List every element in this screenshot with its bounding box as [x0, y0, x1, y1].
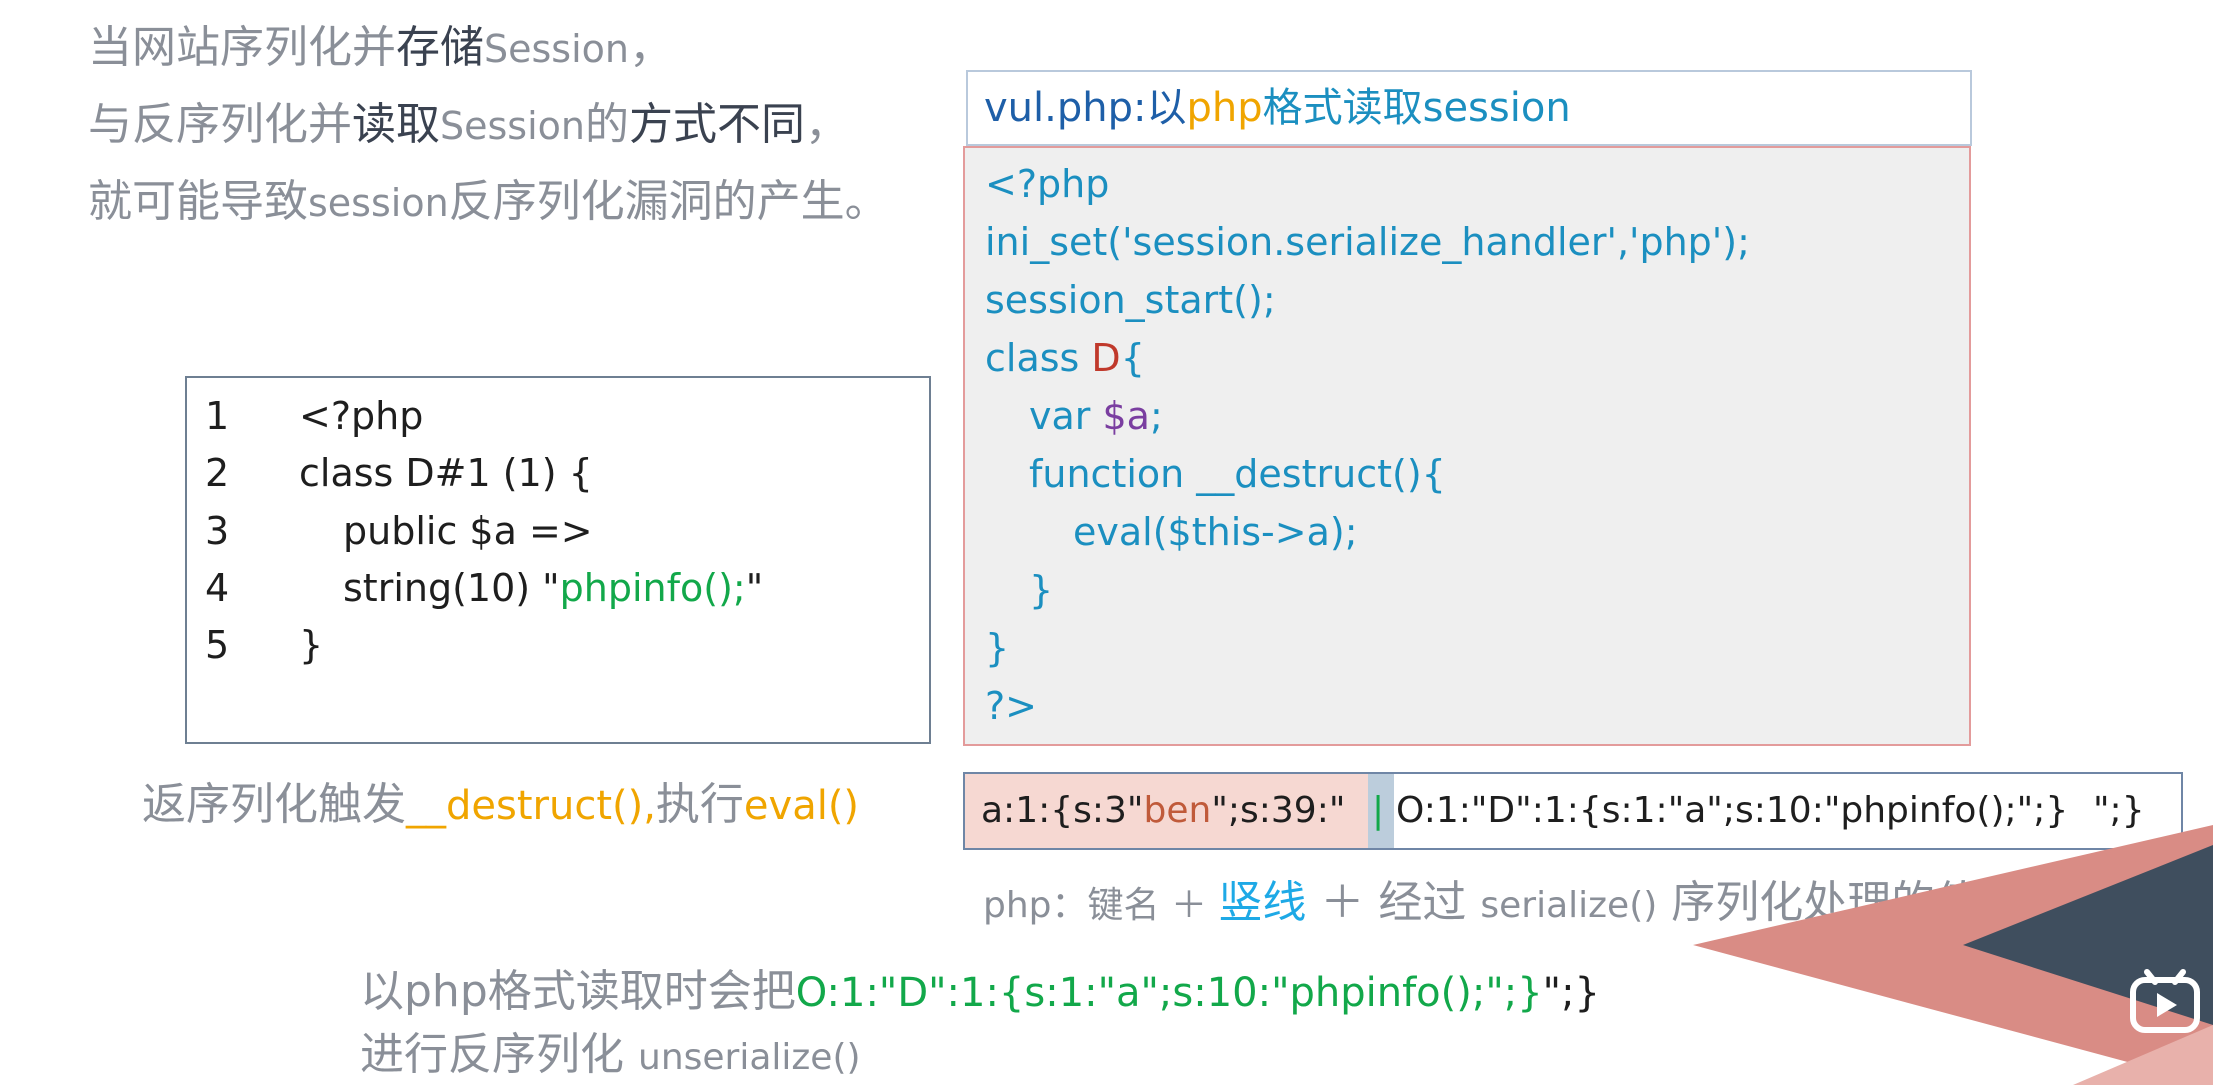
- bottom-note-line-2: 进行反序列化 unserialize(): [360, 1029, 861, 1080]
- bottom-note-line-1: 以php格式读取时会把O:1:"D":1:{s:1:"a";s:10:"phpi…: [360, 966, 1600, 1017]
- code-line: eval($this->a);: [1073, 510, 1358, 554]
- pipe-highlight: |: [1368, 774, 1394, 848]
- corner-decoration: [1693, 825, 2213, 1085]
- destruct-note: 返序列化触发__destruct(),执行eval(): [142, 779, 860, 830]
- code-line: session_start();: [985, 278, 1276, 322]
- intro-line-2: 与反序列化并读取Session的方式不同，: [88, 99, 849, 150]
- serialized-object: O:1:"D":1:{s:1:"a";s:10:"phpinfo();";}: [1396, 790, 2069, 831]
- code-line: <?php: [985, 162, 1110, 206]
- code-line: ?>: [985, 684, 1038, 728]
- vul-php-title: vul.php:以php格式读取session: [966, 70, 1972, 146]
- intro-line-1: 当网站序列化并存储Session，: [88, 22, 673, 73]
- intro-line-3: 就可能导致session反序列化漏洞的产生。: [88, 176, 889, 227]
- vul-php-code-block: <?php ini_set('session.serialize_handler…: [963, 146, 1971, 746]
- play-logo-icon: [2130, 969, 2200, 1033]
- code-line: 5}: [205, 623, 324, 667]
- key-highlight: a:1:{s:3"ben";s:39:": [965, 774, 1368, 848]
- serialized-tail: ";}: [2093, 790, 2145, 831]
- code-line: }: [1029, 568, 1054, 612]
- code-line: }: [985, 626, 1010, 670]
- code-line: ini_set('session.serialize_handler','php…: [985, 220, 1750, 264]
- code-line: class D{: [985, 336, 1145, 380]
- serialized-session-string: a:1:{s:3"ben";s:39:" | O:1:"D":1:{s:1:"a…: [963, 772, 2183, 850]
- code-line: function __destruct(){: [1029, 452, 1446, 496]
- code-line: var $a;: [1029, 394, 1163, 438]
- salmon-triangle: [1693, 825, 2213, 1085]
- code-line: 1<?php: [205, 394, 424, 438]
- light-triangle: [2073, 1025, 2213, 1085]
